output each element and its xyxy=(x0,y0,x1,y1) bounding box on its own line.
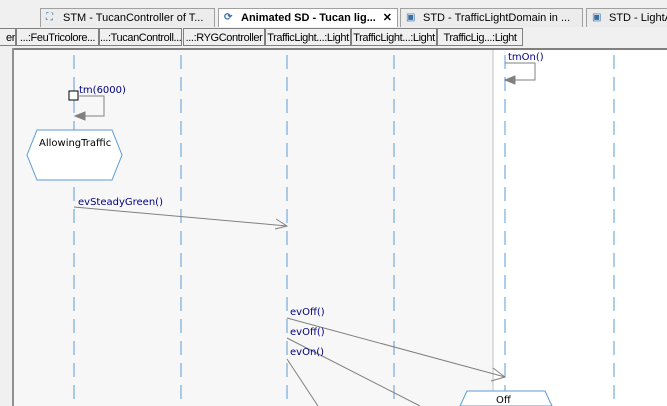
tab-std-trafficlightdomain[interactable]: ▣STD - TrafficLightDomain in ... xyxy=(400,8,583,27)
lifeline-header[interactable]: ...:FeuTricolore... xyxy=(16,28,99,46)
msg-evoff[interactable]: evOff() xyxy=(290,327,325,338)
evoff-arrow xyxy=(286,317,506,378)
statechart-icon: ⛶ xyxy=(46,12,53,23)
lifeline-headers: er ...:FeuTricolore... ...:TucanControll… xyxy=(0,27,667,50)
msg-tm[interactable]: tm(6000) xyxy=(79,85,126,96)
msg-evsteadygreen[interactable]: evSteadyGreen() xyxy=(78,197,163,208)
state-label: Off xyxy=(496,395,512,406)
diagram-icon: ▣ xyxy=(592,12,602,23)
msg-tmon[interactable]: tmOn() xyxy=(508,52,544,63)
close-icon[interactable]: ✕ xyxy=(382,12,392,24)
tab-animated-sd[interactable]: ⟳Animated SD - Tucan lig...✕ xyxy=(218,8,398,27)
state-allowingtraffic xyxy=(26,129,123,181)
editor-tab-bar: ⛶STM - TucanController of T... ⟳Animated… xyxy=(0,0,667,28)
animated-sequence-icon: ⟳ xyxy=(224,12,233,23)
diagram-icon: ▣ xyxy=(406,12,416,23)
lifeline-header[interactable]: ...:TucanControll... xyxy=(99,28,182,46)
tab-std-lighta[interactable]: ▣STD - LightA xyxy=(586,8,667,27)
lifeline-header[interactable]: TrafficLight...:Light xyxy=(265,28,351,46)
lifeline-header[interactable]: TrafficLig...:Light xyxy=(437,28,523,46)
msg-evoff[interactable]: evOff() xyxy=(290,307,325,318)
lifeline-header[interactable]: ...:RYGController xyxy=(183,28,265,46)
timer-box xyxy=(68,90,79,101)
left-pane xyxy=(0,48,14,406)
tmon-loop xyxy=(505,62,536,81)
lifeline-header[interactable]: TrafficLight...:Light xyxy=(351,28,437,46)
evon-arrow xyxy=(286,358,319,406)
state-off xyxy=(459,390,553,406)
evsteadygreen-arrow xyxy=(73,206,288,227)
evoff-arrow-2 xyxy=(286,337,421,406)
tm-loop xyxy=(78,95,105,117)
lifeline-header[interactable]: er xyxy=(0,28,16,46)
tab-stm-tucancontroller[interactable]: ⛶STM - TucanController of T... xyxy=(40,8,215,27)
msg-evon[interactable]: evOn() xyxy=(290,347,324,358)
state-label: AllowingTraffic xyxy=(39,138,111,149)
